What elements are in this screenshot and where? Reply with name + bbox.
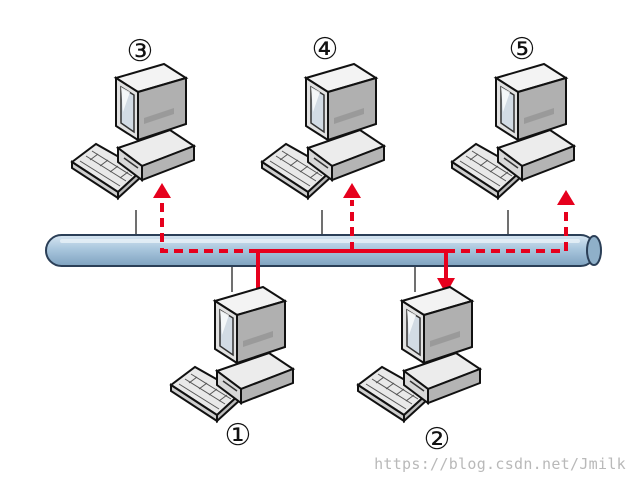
arrow-up-to-4	[343, 183, 361, 198]
node-label-2: ②	[423, 422, 451, 457]
dashed-path-to-3	[160, 200, 258, 253]
arrow-down-to-2	[437, 278, 455, 294]
node-label-5: ⑤	[508, 32, 536, 67]
dashed-path-to-5	[446, 207, 568, 253]
watermark-url: https://blog.csdn.net/Jmilk	[374, 455, 626, 473]
computer-1-icon	[170, 286, 294, 422]
computer-3-icon	[71, 63, 195, 199]
computer-2-icon	[357, 286, 481, 422]
arrow-up-to-3	[153, 183, 171, 198]
computer-5-icon	[451, 63, 575, 199]
node-label-4: ④	[311, 32, 339, 67]
drop-lines	[135, 210, 509, 292]
node-label-1: ①	[224, 418, 252, 453]
node-label-3: ③	[126, 34, 154, 69]
signal-paths	[153, 183, 575, 294]
computer-4-icon	[261, 63, 385, 199]
arrow-up-to-5	[557, 190, 575, 205]
